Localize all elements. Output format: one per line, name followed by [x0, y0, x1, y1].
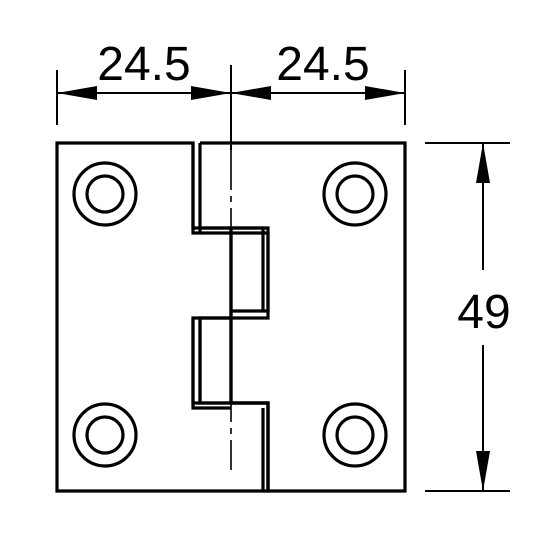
dimension-left-width: 24.5	[97, 38, 190, 91]
dimension-height: 49	[457, 286, 510, 339]
dimension-right-width: 24.5	[276, 38, 369, 91]
arrowhead-bottom	[476, 451, 490, 491]
knuckle-upper-inner	[200, 226, 265, 311]
arrowhead-left-inner	[191, 86, 231, 100]
knuckle-upper-right	[200, 231, 270, 313]
knuckle-lower-left	[191, 318, 231, 410]
arrowhead-right-outer	[365, 86, 405, 100]
screw-hole-top-left	[72, 161, 138, 227]
arrowhead-right-inner	[231, 86, 271, 100]
knuckle-lower-inner	[198, 318, 231, 405]
screw-hole-bottom-right	[322, 402, 388, 468]
arrowhead-left-outer	[57, 86, 97, 100]
arrowhead-top	[476, 143, 490, 183]
knuckle-lower-right	[231, 401, 270, 491]
screw-hole-top-right	[322, 161, 388, 227]
screw-hole-bottom-left	[72, 402, 138, 468]
knuckle-upper-left	[191, 143, 202, 235]
